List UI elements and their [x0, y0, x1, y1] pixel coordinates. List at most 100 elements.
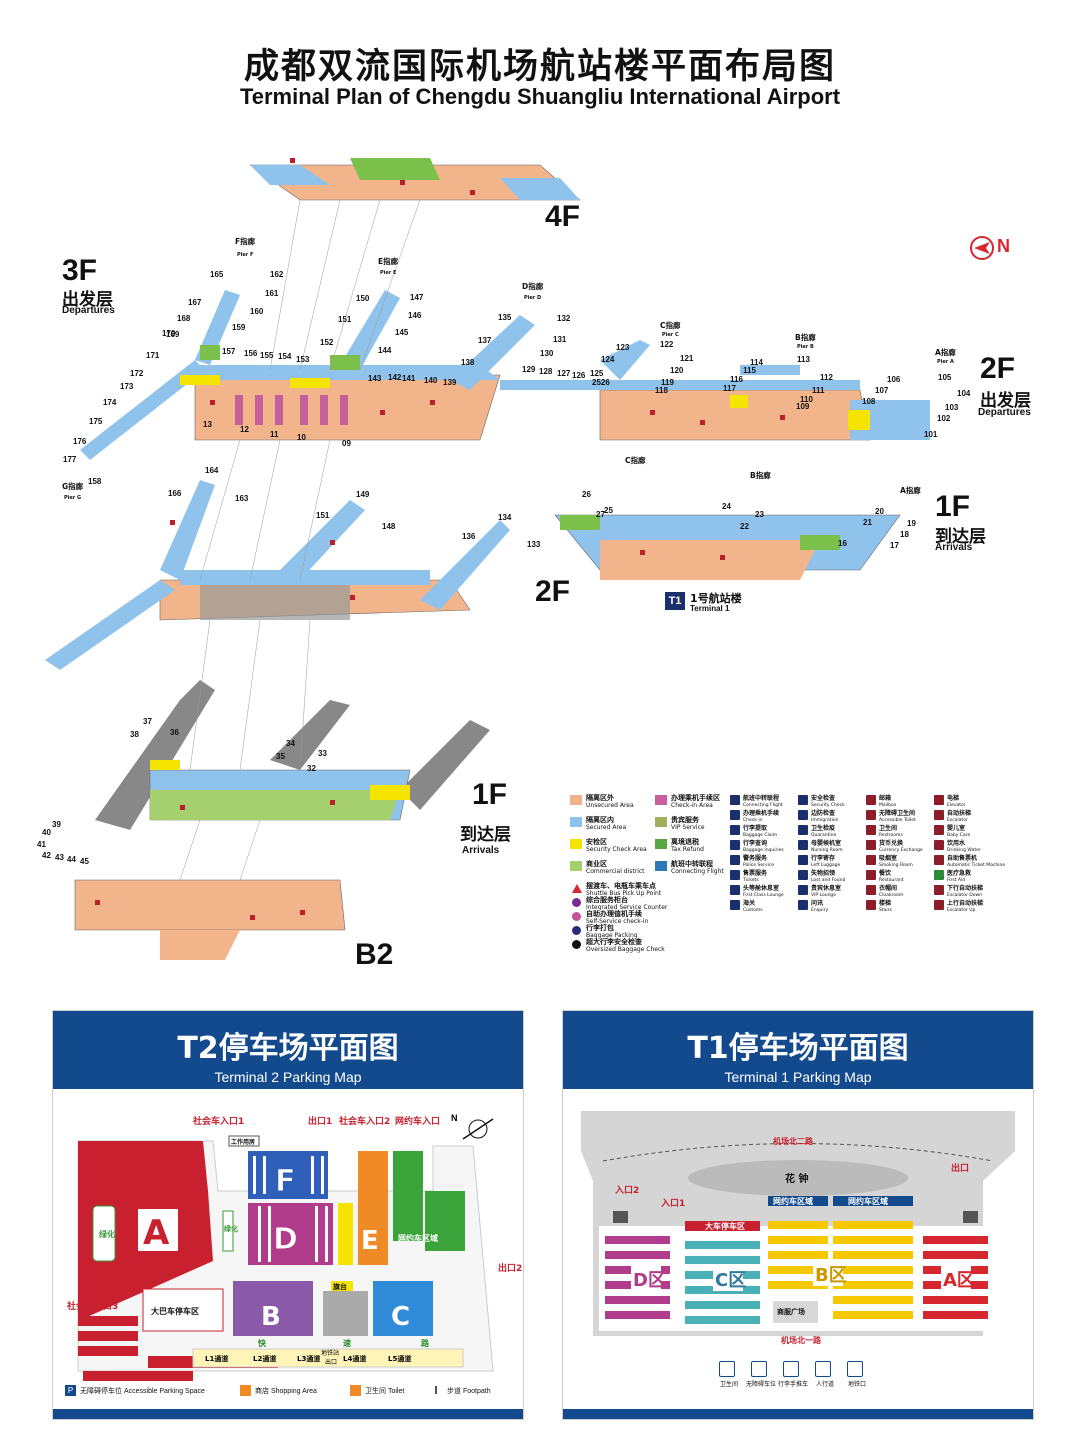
gate-label: 143: [368, 374, 382, 383]
footpath-icon: [435, 1386, 443, 1394]
gate-label: 20: [875, 507, 884, 516]
gate-label: 34: [286, 739, 295, 748]
legend-service-icon: [798, 855, 808, 865]
floor-connectors: [179, 199, 421, 881]
t1-parking-panel: T1停车场平面图 Terminal 1 Parking Map 机场北二路 花 …: [562, 1010, 1034, 1420]
gate-label: 177: [63, 455, 77, 464]
gate-label: 39: [52, 820, 61, 829]
t1-entrance-2: 入口2: [614, 1185, 639, 1196]
pier-d-en: Pier D: [524, 295, 541, 301]
t1-floor-2f-label: 2F: [980, 352, 1016, 385]
gate-label: 128: [539, 367, 553, 376]
gate-label: 2526: [592, 378, 610, 387]
t2-lane-label: L5通道: [388, 1354, 411, 1363]
gate-label: 127: [557, 369, 571, 378]
t1-plaza-label: 商服广场: [777, 1307, 805, 1316]
t2-zone-f[interactable]: [248, 1151, 328, 1199]
t1-name-cn: 1号航站楼: [690, 592, 742, 605]
t2-exit-2: 出口2: [498, 1262, 522, 1274]
t2-bus-label: 大巴车停车区: [151, 1306, 199, 1316]
legend-service-icon: [730, 855, 740, 865]
gate-label: 35: [276, 752, 285, 761]
t1-legend-label: 人行道: [815, 1381, 834, 1388]
gate-label: 123: [616, 343, 630, 352]
gate-label: 153: [296, 355, 310, 364]
gate-label: 132: [557, 314, 571, 323]
t1-parking-footer: [563, 1409, 1033, 1419]
t2-legend-1: 无障碍停车位 Accessible Parking Space: [80, 1388, 205, 1395]
floor-b2-label: B2: [355, 938, 394, 971]
gate-label: 167: [188, 298, 202, 307]
t2-ride-area[interactable]: [393, 1151, 465, 1251]
t2-parking-panel: T2停车场平面图 Terminal 2 Parking Map 绿化 A 大巴车…: [52, 1010, 524, 1420]
floor-1f-label: 1F: [472, 778, 508, 811]
gate-label: 131: [553, 335, 567, 344]
gate-label: 113: [797, 355, 810, 364]
gate-label: 101: [924, 430, 938, 439]
gate-label: 122: [660, 340, 674, 349]
gate-label: 26: [582, 490, 591, 499]
gate-label: 169: [166, 330, 180, 339]
gate-label: 09: [342, 439, 351, 448]
gate-label: 157: [222, 347, 236, 356]
gate-label: 158: [88, 477, 102, 486]
gate-label: 126: [572, 371, 586, 380]
legend-service-icon: [934, 885, 944, 895]
t2-entrance-2: 社会车入口2: [338, 1115, 390, 1127]
gate-label: 19: [907, 519, 916, 528]
legend-service-icon: [730, 870, 740, 880]
gate-label: 106: [887, 375, 901, 384]
t1-legend-label: 行李手推车: [777, 1381, 808, 1388]
t1-ride-2: 网约车区域: [848, 1196, 888, 1206]
t2-zone-c[interactable]: [373, 1281, 433, 1336]
legend-service-icon: [866, 795, 876, 805]
legend-service-icon: [866, 870, 876, 880]
legend-service-icon: [730, 825, 740, 835]
pier-e-label: E指廊: [378, 256, 399, 266]
legend-service-icon: [934, 870, 944, 880]
north-indicator: N: [970, 234, 1030, 264]
t2-legend-2: 商店 Shopping Area: [255, 1388, 317, 1395]
page-title: 成都双流国际机场航站楼平面布局图: [243, 47, 836, 87]
page-subtitle: Terminal Plan of Chengdu Shuangliu Inter…: [239, 84, 841, 109]
t1-zone-b[interactable]: [768, 1221, 913, 1319]
pier-e-en: Pier E: [380, 270, 397, 276]
t2-zone-e[interactable]: [358, 1151, 388, 1265]
legend-service-icon: [730, 810, 740, 820]
t2-flag-label: 旗台: [333, 1282, 347, 1291]
t2-zone-d[interactable]: [248, 1203, 333, 1265]
accessible-parking-icon: P: [65, 1385, 76, 1396]
gate-label: 102: [937, 414, 951, 423]
t1-legend-icon: [783, 1361, 799, 1377]
t2-parking-header: T2停车场平面图 Terminal 2 Parking Map: [53, 1011, 523, 1089]
t2-zone-b[interactable]: [233, 1281, 313, 1336]
t2-lane-mid: 地铁站: [321, 1349, 339, 1357]
pier-a-en: Pier A: [937, 359, 954, 365]
gate-label: 121: [680, 354, 694, 363]
t1-parking-header: T1停车场平面图 Terminal 1 Parking Map: [563, 1011, 1033, 1089]
gate-label: 155: [260, 351, 274, 360]
gate-label: 176: [73, 437, 87, 446]
t2-ride-label: 网约车区域: [398, 1233, 438, 1243]
gate-label: 103: [945, 403, 959, 412]
floor-2f-label: 2F: [535, 575, 571, 608]
gate-label: 173: [120, 382, 134, 391]
legend-service-icon: [866, 900, 876, 910]
t2-lane-label: L3通道: [297, 1354, 320, 1363]
gate-label: 107: [875, 386, 889, 395]
